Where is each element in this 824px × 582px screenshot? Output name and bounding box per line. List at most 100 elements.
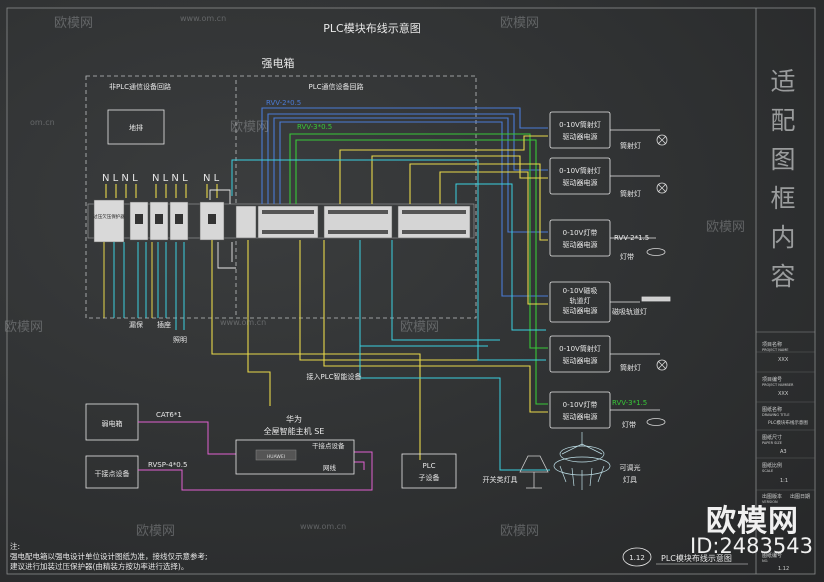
green-bus <box>289 133 548 405</box>
driver-4-line3: 驱动器电源 <box>563 306 598 315</box>
driver-5-line2: 驱动器电源 <box>563 356 598 365</box>
driver-boxes <box>549 111 611 429</box>
info-version-key: 出图版本 <box>762 494 783 500</box>
cat6-label: CAT6*1 <box>156 411 182 419</box>
watermark-logo: 欧模网 <box>136 520 175 539</box>
watermark-url: om.cn <box>30 118 55 127</box>
title-block-placeholder: 适 配 图 框 内 容 <box>760 62 806 296</box>
watermark-text: 欧模网 <box>54 16 94 31</box>
spotlight-icon <box>656 359 668 371</box>
dim-lamp-label-1: 可调光 <box>620 463 641 472</box>
module-terminals <box>262 210 466 234</box>
strip-light-icon <box>646 418 666 426</box>
driver-1-line1: 0-10V筒射灯 <box>559 120 601 129</box>
plc-section-label: PLC通信设备回路 <box>308 82 363 91</box>
watermark-text: 欧模网 <box>136 524 176 539</box>
watermark-text: 欧模网 <box>500 524 540 539</box>
plc-sub-device-box <box>401 453 457 489</box>
dry-contact-device-label: 干接点设备 <box>95 469 130 478</box>
info-scale-sub: SCALE <box>762 469 774 473</box>
plc-access-label: 接入PLC智能设备 <box>306 372 361 381</box>
watermark-text: 欧模网 <box>500 16 540 31</box>
lamp-label-1: 筒射灯 <box>620 141 641 150</box>
huawei-host-device <box>255 449 297 461</box>
strip-light-icon <box>646 248 666 256</box>
info-drawing-no-value: 1.12 <box>778 566 790 572</box>
placeholder-char: 适 <box>770 67 796 96</box>
note-line-2: 建议进行加装过压保护器(由精装方按功率进行选择)。 <box>10 562 189 571</box>
placeholder-char: 内 <box>770 223 796 252</box>
table-lamp-icon <box>519 455 549 489</box>
info-paper-size-value: A3 <box>780 449 787 455</box>
nl-group-3: N L <box>203 173 220 184</box>
driver-box-2 <box>549 157 611 195</box>
note-line-1: 强电配电箱以强电设计单位设计图纸为准，接线仅示意参考; <box>10 552 208 561</box>
chandelier-icon <box>553 432 611 490</box>
info-version-sub: VERSION <box>762 500 778 504</box>
driver-box-5 <box>549 335 611 373</box>
lamp-icons <box>641 134 671 426</box>
yellow-bus <box>211 135 548 460</box>
placeholder-char: 配 <box>770 106 796 135</box>
white-wires <box>209 189 236 269</box>
dim-lamp-label-2: 灯具 <box>623 475 637 484</box>
driver-3-line1: 0-10V灯带 <box>563 228 598 237</box>
driver-3-line2: 驱动器电源 <box>563 240 598 249</box>
driver-5-line1: 0-10V筒射灯 <box>559 344 601 353</box>
blue-bus <box>261 107 548 297</box>
network-label: 网线 <box>323 463 337 472</box>
notes: 注: 强电配电箱以强电设计单位设计图纸为准，接线仅示意参考; 建议进行加装过压保… <box>10 542 208 572</box>
driver-box-3 <box>549 219 611 257</box>
info-project-name-key: 项目名称 <box>762 342 783 348</box>
driver-2-line2: 驱动器电源 <box>563 178 598 187</box>
watermark-brand: 欧模网 <box>706 504 799 539</box>
page-number-badge <box>622 547 652 567</box>
spotlight-icon <box>656 134 668 146</box>
dry-contact-label: 干接点设备 <box>312 441 345 450</box>
info-drawing-no-key: 图纸编号 <box>762 553 783 559</box>
protector-label: 过压欠压保护器 <box>93 213 125 220</box>
placeholder-char: 图 <box>770 145 796 174</box>
nl-group-2: N L N L <box>152 173 188 184</box>
driver-2-line1: 0-10V筒射灯 <box>559 166 601 175</box>
info-scale-value: 1:1 <box>780 478 789 484</box>
spotlight-icon <box>656 182 668 194</box>
watermark-logo: 欧模网 <box>54 12 93 31</box>
plc-sub-label-1: PLC <box>422 462 435 470</box>
nl-group-1: N L N L <box>102 173 138 184</box>
switch-lamp-label: 开关类灯具 <box>483 475 518 484</box>
info-project-name-sub: PROJECT NAME <box>762 348 789 352</box>
driver-6-line2: 驱动器电源 <box>563 412 598 421</box>
dry-contact-device-box <box>85 455 139 489</box>
info-drawing-title-key: 图纸名称 <box>762 407 783 413</box>
driver-box-6 <box>549 391 611 429</box>
track-light-icon <box>641 296 671 302</box>
page-title: PLC模块布线示意图 <box>661 553 732 563</box>
lighting-label: 照明 <box>173 336 187 344</box>
watermark-text: 欧模网 <box>706 220 746 235</box>
placeholder-char: 框 <box>770 184 796 213</box>
plc-sub-label-2: 子设备 <box>419 473 440 482</box>
outgoing-wires-yellow <box>103 242 153 318</box>
lamp-label-4: 磁吸轨道灯 <box>612 307 647 316</box>
breaker-switches <box>135 214 216 224</box>
incoming-wires <box>105 184 218 198</box>
info-date-key: 出图日期 <box>790 494 811 500</box>
non-plc-section-label: 非PLC通信设备回路 <box>109 82 171 91</box>
power-box-outline <box>85 75 477 319</box>
leakage-label: 漏保 <box>129 320 143 329</box>
floor-drain-box <box>107 109 165 145</box>
info-drawing-title-value: PLC模块布线示意图 <box>768 421 808 426</box>
driver-6-line1: 0-10V灯带 <box>563 400 598 409</box>
info-paper-size-sub: PAPER SIZE <box>762 441 783 445</box>
huawei-label: HUAWEI <box>267 454 285 460</box>
info-project-no-key: 项目编号 <box>762 377 783 383</box>
driver-1-line2: 驱动器电源 <box>563 132 598 141</box>
driver-4-line2: 轨道灯 <box>570 296 591 305</box>
info-drawing-title-sub: DRAWING TITLE <box>762 413 790 417</box>
socket-label: 插座 <box>157 320 171 329</box>
watermark-text: 欧模网 <box>400 320 440 335</box>
placeholder-char: 容 <box>770 262 796 291</box>
